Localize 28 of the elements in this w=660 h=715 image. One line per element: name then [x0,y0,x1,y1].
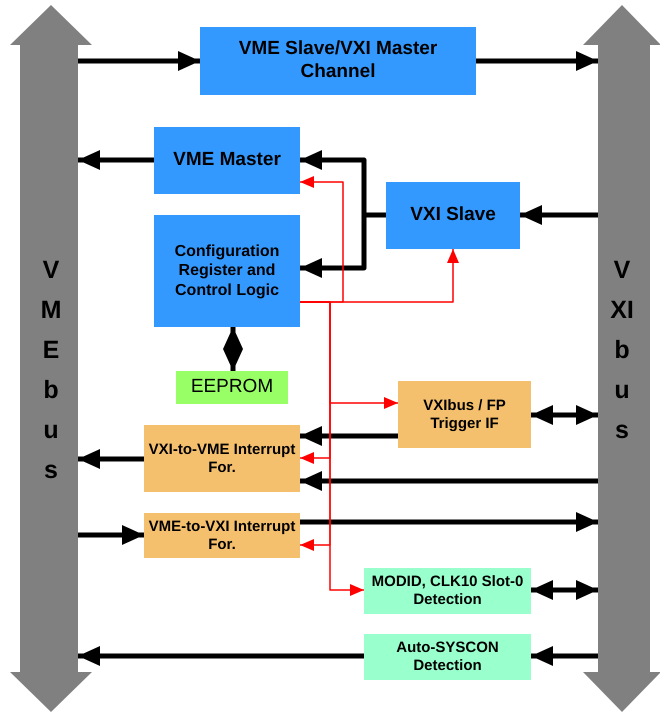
block-box: VXI-to-VME Interrupt For. [144,425,300,492]
arrow [531,646,598,666]
block-box: MODID, CLK10 Slot-0 Detection [364,568,531,614]
signal-arrow [300,301,364,596]
arrow [223,327,243,371]
block-box: VXIbus / FP Trigger IF [398,381,531,448]
arrow [78,51,200,71]
block-box: VME Master [154,127,300,194]
block-box: VME-to-VXI Interrupt For. [144,513,300,558]
arrow [300,426,398,446]
arrow [476,51,598,71]
bus-label: VMEbus [40,255,62,486]
bus-label: VXIbus [610,255,634,446]
block-box: VXI Slave [386,182,520,249]
arrow [520,205,598,225]
block-box: VME Slave/VXI Master Channel [200,27,476,95]
signal-arrow [300,176,344,303]
arrow [300,512,598,532]
arrow [78,449,144,469]
arrow [78,525,144,545]
arrow [78,150,154,170]
arrow [531,405,598,425]
arrow [531,580,598,600]
arrow [78,646,364,666]
arrow [300,471,598,491]
block-box: Auto-SYSCON Detection [364,634,531,680]
block-box: EEPROM [176,371,288,404]
block-box: Configuration Register and Control Logic [154,215,300,327]
